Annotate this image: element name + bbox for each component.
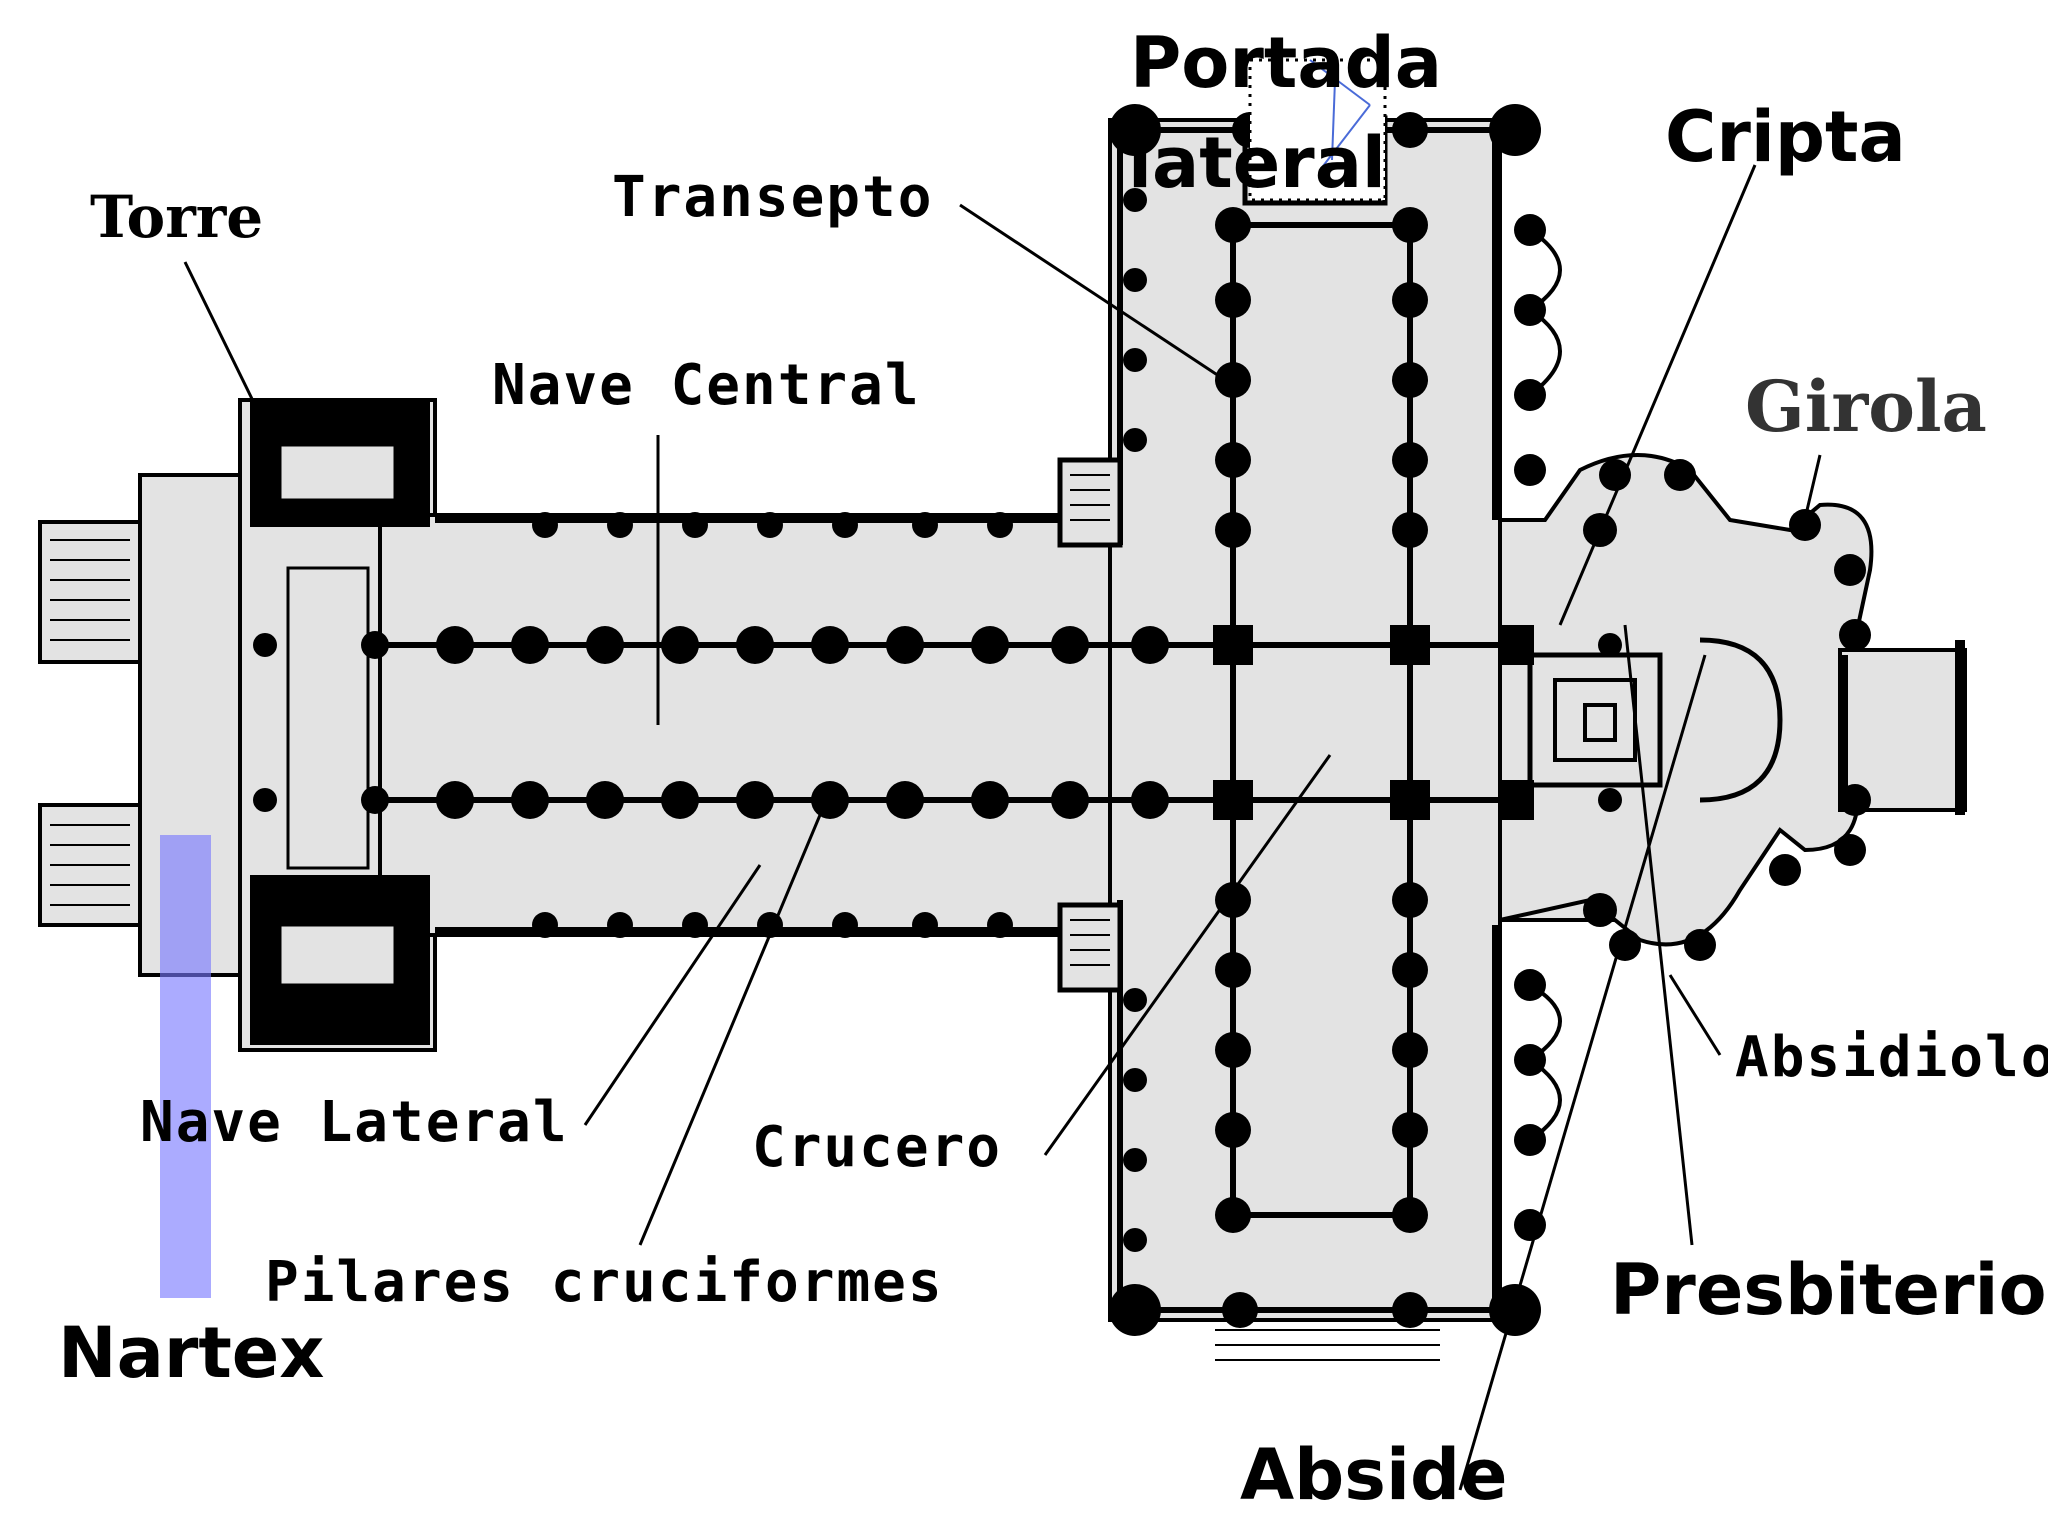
piers xyxy=(253,104,1871,1336)
pier xyxy=(1131,626,1169,664)
label-presbiterio: Presbiterio xyxy=(1610,1249,2047,1331)
nartex-highlight xyxy=(160,835,211,1298)
pier xyxy=(1131,781,1169,819)
pier xyxy=(736,781,774,819)
label-portada: Portada xyxy=(1130,22,1442,104)
pier xyxy=(811,626,849,664)
pier xyxy=(1051,781,1089,819)
pier xyxy=(1051,626,1089,664)
leader-lines xyxy=(183,164,1822,1491)
label-lateral: lateral xyxy=(1128,122,1386,204)
pier xyxy=(661,626,699,664)
pier xyxy=(511,626,549,664)
label-nave-central: Nave Central xyxy=(492,353,921,418)
leader-pilares xyxy=(638,814,822,1246)
label-cripta: Cripta xyxy=(1665,96,1906,178)
transept-floor xyxy=(1108,118,1502,1322)
label-nave-lateral: Nave Lateral xyxy=(140,1090,569,1155)
label-transepto: Transepto xyxy=(612,165,934,230)
pier xyxy=(886,781,924,819)
nave-floor xyxy=(378,513,1132,937)
pier xyxy=(971,626,1009,664)
leader-absidiolo xyxy=(1668,974,1722,1056)
label-abside: Abside xyxy=(1240,1434,1508,1516)
label-pilares-cruciformes: Pilares cruciformes xyxy=(265,1250,944,1315)
leader-presbiterio xyxy=(1623,624,1694,1246)
west-steps-top xyxy=(38,520,142,664)
label-crucero: Crucero xyxy=(752,1115,1003,1180)
label-absidiolo: Absidiolo xyxy=(1735,1025,2048,1090)
portal-leader xyxy=(1309,59,1371,171)
pier xyxy=(886,626,924,664)
label-torre: Torre xyxy=(90,183,264,251)
label-girola: Girola xyxy=(1745,365,1987,448)
leader-torre xyxy=(183,261,257,406)
pier xyxy=(586,781,624,819)
leader-girola xyxy=(1798,454,1822,541)
leader-nave-lateral xyxy=(583,864,762,1126)
leader-crucero xyxy=(1043,754,1332,1156)
pier xyxy=(586,626,624,664)
label-nartex: Nartex xyxy=(58,1312,325,1394)
pier xyxy=(736,626,774,664)
portal-dots xyxy=(1248,58,1387,202)
pier xyxy=(971,781,1009,819)
pier xyxy=(661,781,699,819)
pier xyxy=(511,781,549,819)
pier xyxy=(436,626,474,664)
leader-abside xyxy=(1458,654,1707,1491)
pier xyxy=(436,781,474,819)
leader-transepto xyxy=(959,203,1226,382)
pier xyxy=(811,781,849,819)
leader-cripta xyxy=(1558,164,1757,626)
